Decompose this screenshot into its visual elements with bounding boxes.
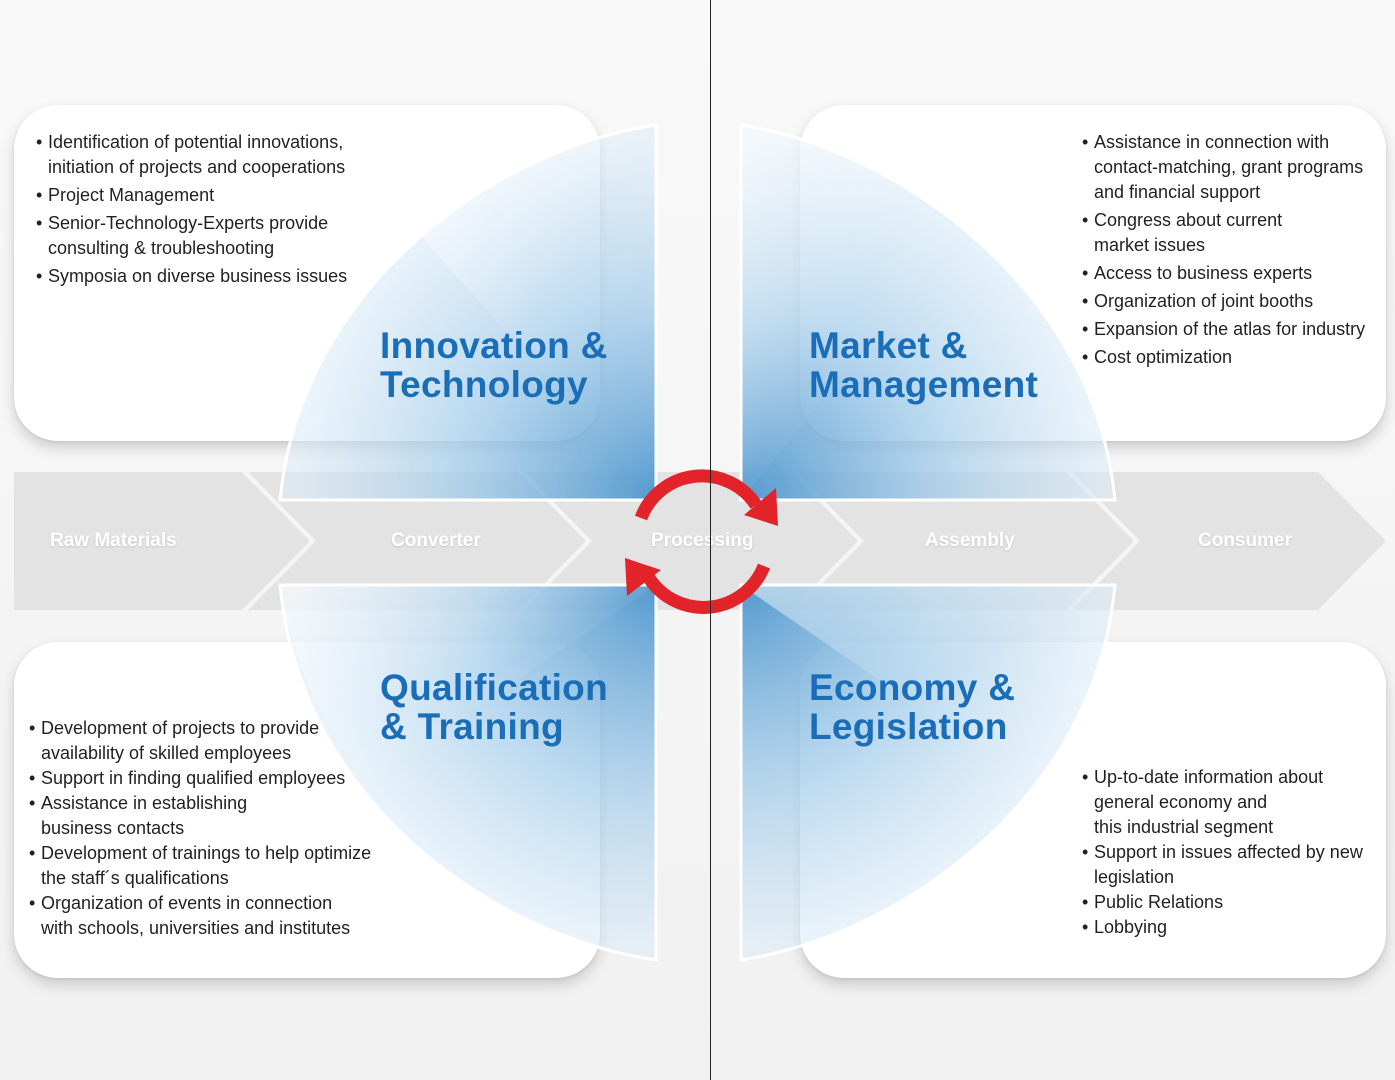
list-item: Organization of joint booths [1082, 289, 1382, 314]
list-item: Identification of potential innovations,… [36, 130, 366, 180]
title-market-line1: Market & [809, 325, 968, 366]
list-item: Up-to-date information about general eco… [1082, 765, 1382, 840]
list-qualification: Development of projects to provide avail… [29, 716, 374, 941]
list-item: Support in finding qualified employees [29, 766, 374, 791]
list-item: Lobbying [1082, 915, 1382, 940]
list-item: Cost optimization [1082, 345, 1382, 370]
list-item: Congress about current market issues [1082, 208, 1382, 258]
list-market: Assistance in connection with contact-ma… [1082, 130, 1382, 373]
chevron-converter [248, 472, 586, 610]
list-item: Access to business experts [1082, 261, 1382, 286]
title-innovation-technology: Innovation & Technology [380, 326, 608, 404]
title-qualification-training: Qualification & Training [380, 668, 608, 746]
stage-converter: Converter [391, 530, 481, 551]
quadrant-economy-shape [739, 583, 1117, 962]
list-economy: Up-to-date information about general eco… [1082, 765, 1382, 940]
list-item: Assistance in establishing business cont… [29, 791, 374, 841]
title-qualification-line2: & Training [380, 706, 564, 747]
stage-consumer: Consumer [1198, 530, 1292, 551]
title-economy-line2: Legislation [809, 706, 1008, 747]
list-item: Organization of events in connection wit… [29, 891, 374, 941]
quadrant-market-shape [739, 123, 1117, 502]
quadrant-qualification-shape [278, 583, 658, 962]
quadrant-innovation-shape [278, 123, 658, 502]
title-economy-line1: Economy & [809, 667, 1016, 708]
list-item: Assistance in connection with contact-ma… [1082, 130, 1382, 205]
chevron-consumer [1072, 472, 1386, 610]
title-innovation-line1: Innovation & [380, 325, 608, 366]
title-qualification-line1: Qualification [380, 667, 608, 708]
stage-assembly: Assembly [925, 530, 1015, 551]
stage-processing: Processing [651, 530, 754, 551]
list-innovation: Identification of potential innovations,… [36, 130, 366, 292]
title-market-management: Market & Management [809, 326, 1038, 404]
chevron-raw-materials [14, 472, 310, 610]
title-economy-legislation: Economy & Legislation [809, 668, 1015, 746]
list-item: Support in issues affected by new legisl… [1082, 840, 1382, 890]
chevron-assembly [796, 472, 1134, 610]
list-item: Expansion of the atlas for industry [1082, 317, 1382, 342]
list-item: Senior-Technology-Experts provide consul… [36, 211, 366, 261]
center-divider [710, 0, 711, 1080]
list-item: Development of trainings to help optimiz… [29, 841, 374, 891]
list-item: Public Relations [1082, 890, 1382, 915]
list-item: Project Management [36, 183, 366, 208]
list-item: Symposia on diverse business issues [36, 264, 366, 289]
title-innovation-line2: Technology [380, 364, 588, 405]
title-market-line2: Management [809, 364, 1039, 405]
list-item: Development of projects to provide avail… [29, 716, 374, 766]
stage-raw-materials: Raw Materials [50, 530, 177, 551]
